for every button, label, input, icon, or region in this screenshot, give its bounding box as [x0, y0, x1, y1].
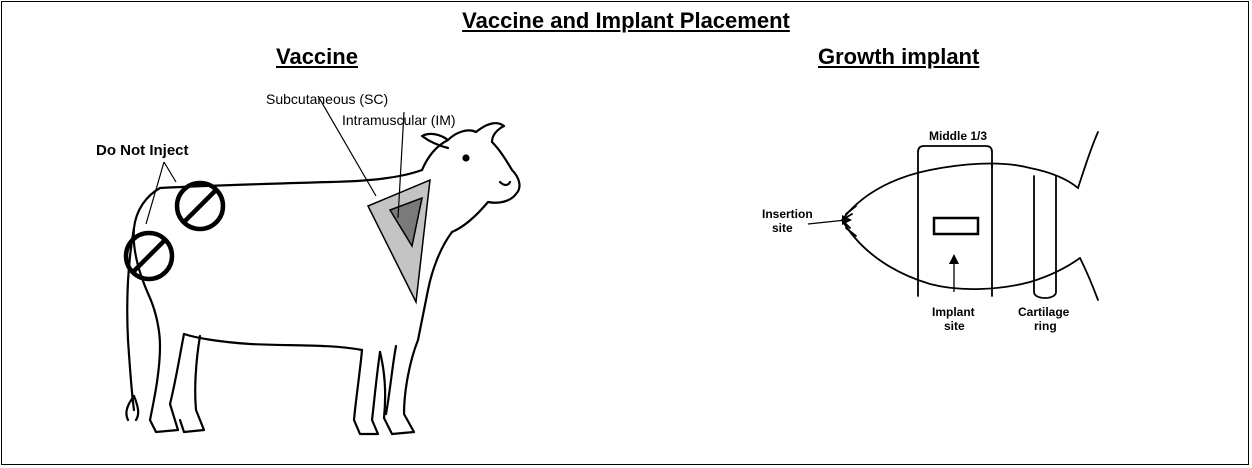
insertion-site-label: Insertion [762, 207, 813, 221]
cow-nostril [500, 182, 510, 185]
cartilage-ring-label: Cartilage [1018, 305, 1070, 319]
cartilage-ring-label-line2: ring [1034, 319, 1057, 333]
cow-front-leg [380, 340, 418, 434]
cow-belly-outline [184, 334, 362, 350]
implant-site-label: Implant [932, 305, 975, 319]
ear-outline [842, 164, 1078, 220]
cow-back-outline [160, 170, 422, 188]
insertion-site-label-line2: site [772, 221, 793, 235]
cow-front-leg-inner [386, 346, 396, 414]
no-inject-symbol-upper [177, 183, 223, 229]
cow-front-leg-far [354, 350, 380, 434]
cow-illustration [126, 123, 519, 434]
middle-third-label: Middle 1/3 [929, 129, 987, 143]
cow-hind-leg-far [180, 336, 204, 432]
ear-illustration [842, 132, 1098, 300]
middle-third-band [918, 146, 992, 168]
cow-hind-leg [150, 334, 184, 432]
subcutaneous-label: Subcutaneous (SC) [266, 91, 388, 107]
cow-head-outline [422, 123, 519, 232]
no-inject-symbol-lower [126, 233, 172, 279]
ear-base-upper [1078, 132, 1098, 188]
intramuscular-label: Intramuscular (IM) [342, 112, 456, 128]
cow-tail [127, 228, 134, 410]
cow-tail-switch [126, 396, 138, 420]
cow-eye [464, 156, 469, 161]
ear-base-lower [1080, 258, 1098, 300]
implant-marker [934, 218, 978, 234]
do-not-inject-label: Do Not Inject [96, 142, 189, 159]
cow-chest-outline [418, 232, 452, 340]
implant-site-label-line2: site [944, 319, 965, 333]
